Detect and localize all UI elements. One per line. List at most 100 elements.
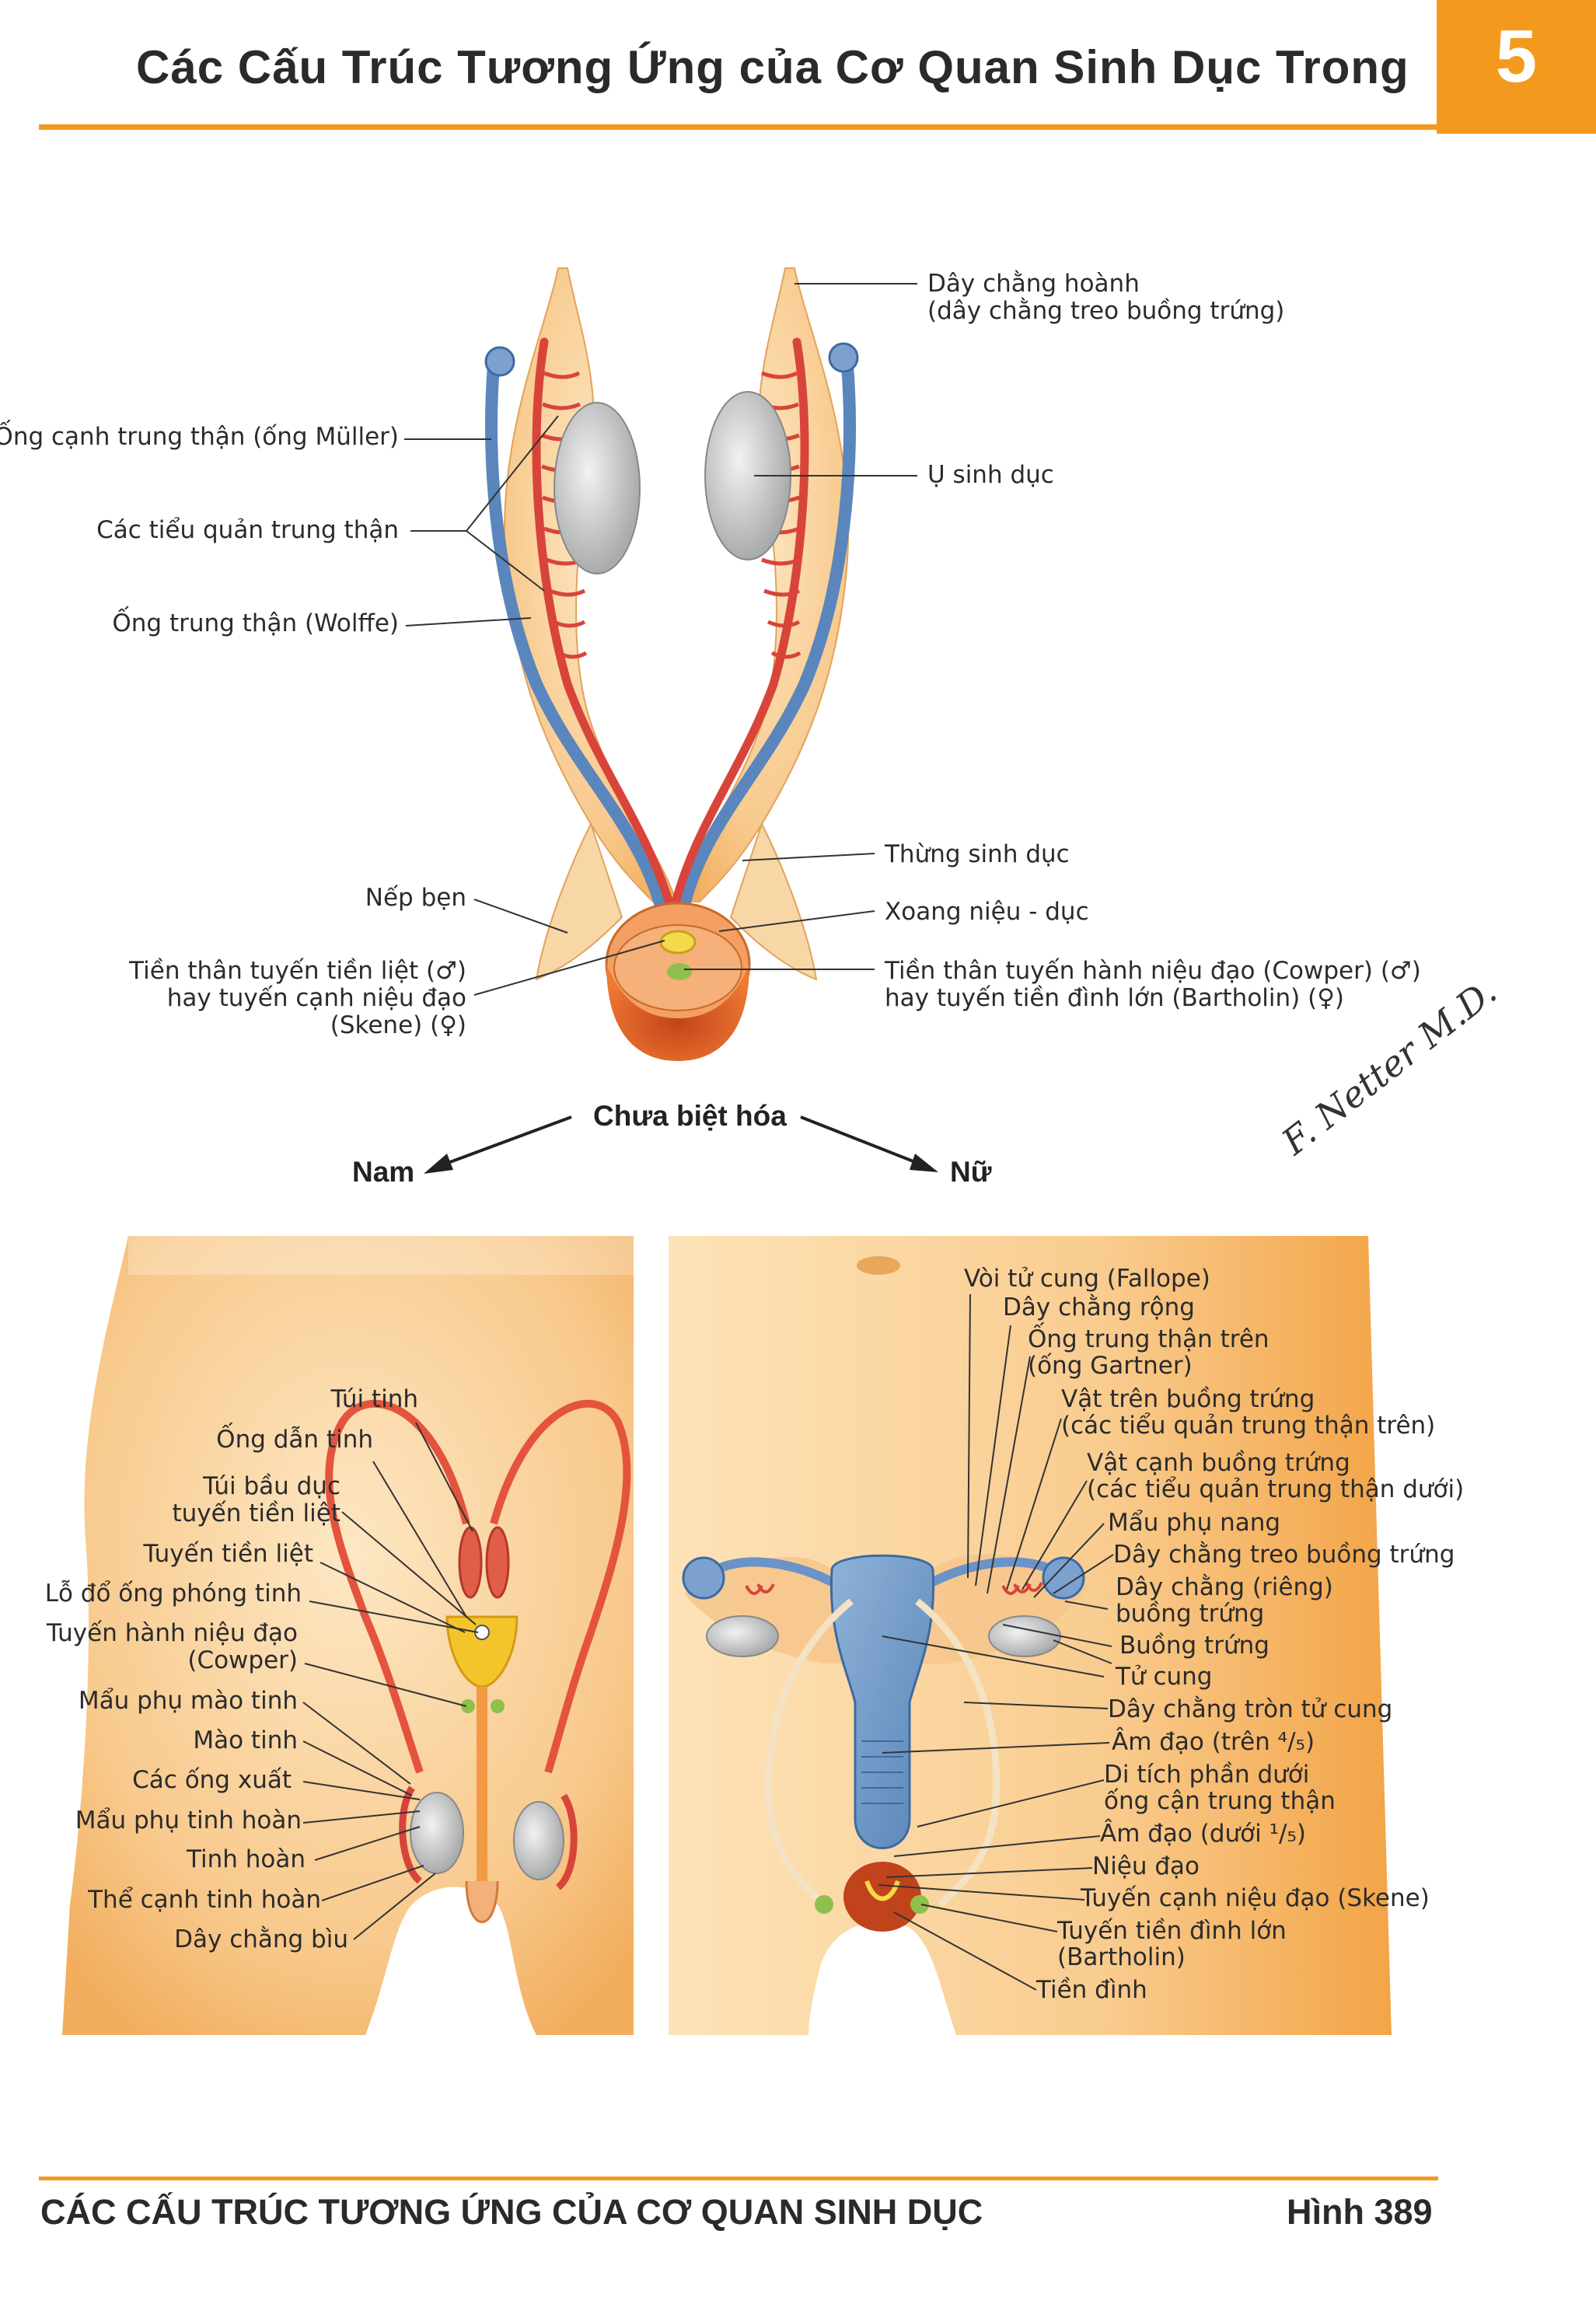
ovary-right [988,1615,1061,1657]
label-testis: Tinh hoàn [186,1845,306,1873]
label-genital-tubercle: Thừng sinh dục [885,840,1070,868]
label-prostatic-utricle: Túi bầu dục [203,1472,341,1500]
label-epoophoron: Vật trên buồng trứng [1061,1385,1315,1413]
vas-deferens-left [325,1399,470,1774]
label-vestibule: Tiền đình [1036,1976,1147,2004]
label-bartholin-gland: Tuyến tiền đình lớn [1057,1917,1287,1945]
plate-number-box [1437,0,1596,134]
uterine-tube-right [931,1557,1056,1587]
label-undifferentiated: Chưa biệt hóa [593,1100,787,1132]
label-paramesonephric-remnant: Di tích phần dưới [1104,1761,1310,1789]
label-skene-gland: Tuyến cạnh niệu đạo (Skene) [1081,1884,1430,1912]
seminal-vesicle-left [458,1526,483,1599]
label-ejaculatory-duct: Lỗ đổ ống phóng tinh [44,1580,302,1608]
label-urogenital-sinus: Xoang niệu - dục [885,898,1089,926]
label-paroophoron: Vật cạnh buồng trứng [1087,1449,1350,1477]
label-bulbourethral-gland-2: (Cowper) [187,1646,298,1674]
label-vesicular-appendix: Mẩu phụ nang [1108,1509,1281,1537]
label-gartner-duct: Ống trung thận trên [1028,1325,1269,1353]
label-seminal-vesicle: Túi tinh [330,1385,418,1413]
label-broad-ligament: Dây chằng rộng [1003,1293,1195,1321]
left-urogenital-ridge [503,267,678,902]
label-paramesonephric-remnant-2: ống cận trung thận [1104,1787,1336,1815]
inguinal-fold-shape [535,822,623,981]
label-appendix-testis: Mẩu phụ tinh hoàn [75,1807,302,1834]
label-wolffian-duct: Ống trung thận (Wolffe) [112,609,399,637]
label-efferent-ductules: Các ống xuất [132,1766,292,1794]
testis-right [513,1801,564,1880]
label-prostate-primordium: Tiền thân tuyến tiền liệt (♂) [129,957,466,985]
label-paroophoron-2: (các tiểu quản trung thận dưới) [1087,1475,1465,1503]
female-leader-lines [878,1293,1114,1991]
label-female: Nữ [950,1156,992,1188]
top-leader-lines [404,283,917,996]
wolffian-duct-left [532,337,675,910]
muller-duct-right [678,359,856,912]
plate-number: 5 [1495,15,1538,98]
seminal-vesicle-right [485,1526,510,1599]
ovary-left [706,1615,779,1657]
label-inguinal-fold: Nếp bẹn [365,884,466,912]
urogenital-sinus [606,964,749,1061]
figure-caption: CÁC CẤU TRÚC TƯƠNG ỨNG CỦA CƠ QUAN SINH … [40,2192,983,2232]
label-cowper-primordium: Tiền thân tuyến hành niệu đạo (Cowper) (… [885,957,1421,985]
bartholin-gland-right [910,1895,929,1914]
label-vagina-lower: Âm đạo (dưới ¹/₅) [1100,1820,1306,1848]
label-prostate-primordium-3: (Skene) (♀) [330,1011,466,1039]
male-leader-lines [302,1422,479,1940]
label-bartholin-gland-2: (Bartholin) [1057,1943,1186,1971]
uterus [829,1554,935,1849]
label-uterus: Tử cung [1116,1663,1213,1691]
label-vas-deferens: Ống dẫn tinh [216,1426,373,1454]
label-mesonephric-tubules: Các tiểu quản trung thận [96,516,399,544]
gonad-left [554,402,641,574]
label-bulbourethral-gland: Tuyến hành niệu đạo [46,1619,298,1647]
footer-rule [39,2177,1438,2180]
epididymis-left [399,1786,423,1884]
header-rule [39,124,1438,130]
label-urethra: Niệu đạo [1092,1852,1200,1880]
label-prostate-primordium-2: hay tuyến cạnh niệu đạo [166,984,466,1012]
label-gonad: Ụ sinh dục [927,461,1054,489]
label-ovary: Buồng trứng [1119,1632,1269,1660]
label-cowper-primordium-2: hay tuyến tiền đình lớn (Bartholin) (♀) [885,984,1345,1012]
label-epididymis: Mào tinh [193,1726,298,1754]
label-prostatic-utricle-2: tuyến tiền liệt [172,1499,341,1527]
label-round-ligament: Dây chằng tròn tử cung [1108,1695,1393,1723]
label-gartner-duct-2: (ống Gartner) [1028,1352,1193,1380]
wolffian-duct-right [670,337,809,910]
testis-left [410,1792,464,1874]
label-suspensory-ligament-ovary: Dây chằng treo buồng trứng [1113,1541,1455,1569]
label-vagina-upper: Âm đạo (trên ⁴/₅) [1112,1728,1315,1756]
label-epoophoron-2: (các tiểu quản trung thận trên) [1061,1412,1436,1440]
fimbria-right [828,342,859,373]
bulbourethral-glands [461,1699,475,1713]
label-suspensory-ligament: Dây chằng hoành [927,270,1140,298]
right-urogenital-ridge [675,267,850,902]
male-diagram [62,1236,634,2035]
page-title: Các Cấu Trúc Tương Ứng của Cơ Quan Sinh … [136,41,1409,93]
prostate-primordium [659,930,697,955]
male-pelvis-skin [62,1236,634,2035]
uterine-tube-left [713,1557,834,1587]
female-diagram [669,1236,1392,2035]
label-fallopian-tube: Vòi tử cung (Fallope) [964,1265,1210,1293]
undifferentiated-diagram [484,267,859,1061]
label-ovarian-ligament-2: buồng trứng [1116,1600,1265,1628]
vas-deferens-right [490,1399,631,1774]
label-gubernaculum: Dây chằng bìu [174,1925,348,1953]
label-male: Nam [352,1156,415,1188]
muller-duct-left [485,359,667,912]
figure-number: Hình 389 [1287,2192,1433,2232]
cowper-primordium [667,963,692,980]
fimbria-left [484,346,515,377]
label-muller-duct: Ống cạnh trung thận (ống Müller) [0,423,399,451]
label-ovarian-ligament: Dây chằng (riêng) [1116,1573,1333,1601]
label-prostate: Tuyến tiền liệt [143,1540,313,1568]
label-paradidymis: Thể cạnh tinh hoàn [88,1886,321,1914]
label-appendix-epididymis: Mẩu phụ mào tinh [78,1687,298,1715]
differentiation-arrows [424,1115,938,1174]
label-suspensory-ligament-sub: (dây chằng treo buồng trứng) [927,297,1285,325]
